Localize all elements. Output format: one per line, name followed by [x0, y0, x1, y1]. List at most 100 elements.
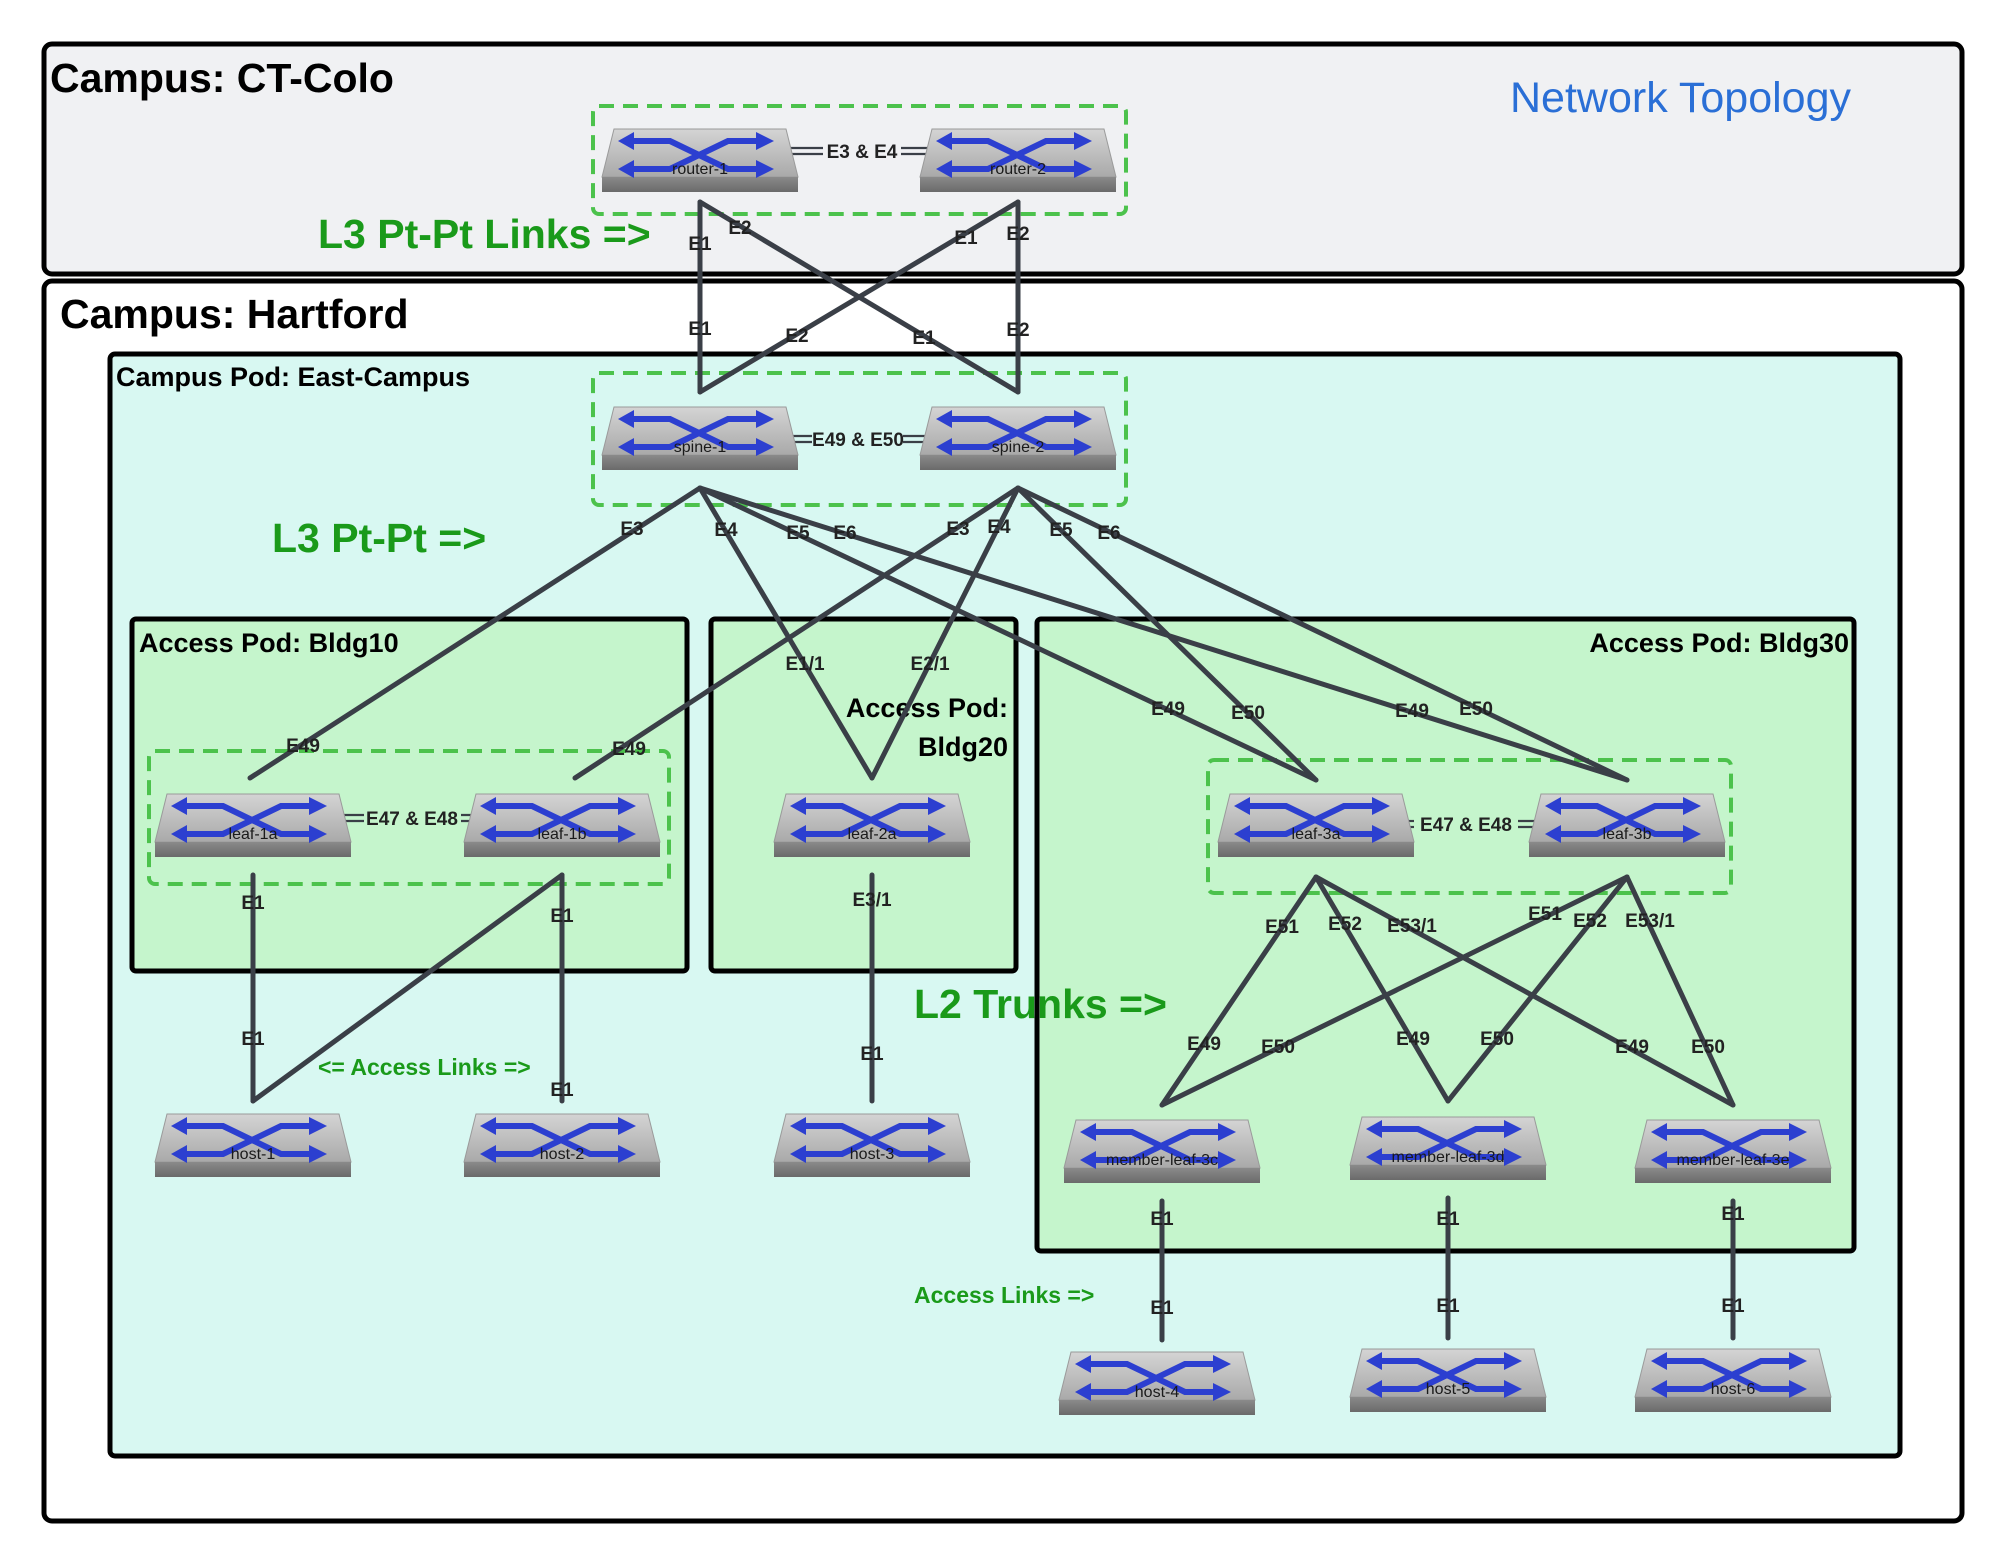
port-label: E1	[1436, 1209, 1460, 1230]
port-label: E1	[954, 228, 978, 249]
spine-2[interactable]: spine-2	[920, 407, 1116, 470]
annotation-access-links-left: <= Access Links =>	[318, 1054, 531, 1080]
leaf-1a[interactable]: leaf-1a	[155, 794, 351, 857]
device-label: router-2	[990, 161, 1046, 178]
device-label: member-leaf-3c	[1106, 1152, 1218, 1169]
port-label: E53/1	[1625, 911, 1675, 932]
link-s2-l3b	[1015, 485, 1630, 783]
port-label: E52	[1328, 914, 1362, 935]
pair-link-label-spines: E49 & E50	[812, 430, 904, 451]
leaf-3a[interactable]: leaf-3a	[1218, 794, 1414, 857]
port-label: E51	[1265, 917, 1299, 938]
port-label: E1	[688, 234, 712, 255]
links	[247, 199, 1736, 1343]
annotation-access-links-bottom: Access Links =>	[914, 1282, 1094, 1308]
port-label: E1	[550, 906, 574, 927]
port-label: E3	[620, 519, 643, 540]
pair-link-label-routers: E3 & E4	[827, 142, 898, 163]
link-l3a-m3c	[1159, 874, 1319, 1108]
annotation-l3-ptpt: L3 Pt-Pt =>	[272, 515, 486, 561]
port-label: E3/1	[852, 890, 892, 911]
annotation-l2-trunks: L2 Trunks =>	[914, 981, 1167, 1027]
port-label: E49	[1151, 699, 1185, 720]
port-label: E3	[946, 519, 969, 540]
router-1[interactable]: router-1	[602, 129, 798, 192]
access-pod-bldg30-title: Access Pod: Bldg30	[1589, 628, 1849, 658]
link-l3b-m3c	[1159, 874, 1630, 1108]
spine-pair-group	[591, 371, 1128, 507]
device-label: leaf-2a	[848, 826, 897, 843]
campus-ctcolo-title: Campus: CT-Colo	[50, 55, 394, 101]
link-s2-l2a	[869, 485, 1021, 781]
port-label: E50	[1459, 699, 1493, 720]
port-label: E5	[786, 523, 810, 544]
member-leaf-3e[interactable]: member-leaf-3e	[1635, 1120, 1831, 1183]
port-label: E5	[1049, 520, 1073, 541]
port-label: E53/1	[1387, 916, 1437, 937]
port-label: E1	[688, 319, 712, 340]
link-l3a-m3e	[1313, 874, 1736, 1108]
host-2[interactable]: host-2	[464, 1114, 660, 1177]
host-3[interactable]: host-3	[774, 1114, 970, 1177]
device-label: router-1	[672, 161, 728, 178]
port-label: E49	[286, 736, 320, 757]
host-1[interactable]: host-1	[155, 1114, 351, 1177]
link-l3b-m3e	[1624, 874, 1736, 1108]
port-label: E6	[1097, 523, 1120, 544]
leaf-1b[interactable]: leaf-1b	[464, 794, 660, 857]
port-label: E2	[1006, 224, 1029, 245]
device-label: host-2	[540, 1146, 585, 1163]
port-label: E49	[1187, 1034, 1221, 1055]
link-l3b-m3d	[1445, 874, 1630, 1104]
host-5[interactable]: host-5	[1350, 1349, 1546, 1412]
router-2[interactable]: router-2	[920, 129, 1116, 192]
port-labels: E1 E2 E1 E2 E1 E2 E1 E2 E3 E4 E5 E6 E3 E…	[241, 218, 1745, 1319]
port-label: E6	[833, 523, 856, 544]
device-label: leaf-1a	[229, 826, 278, 843]
port-label: E52	[1573, 911, 1607, 932]
device-label: host-4	[1135, 1384, 1180, 1401]
pair-link-label-leaf1: E47 & E48	[366, 809, 458, 830]
port-label: E1	[1436, 1296, 1460, 1317]
access-pod-bldg20-title-line2: Bldg20	[918, 732, 1008, 762]
port-label: E50	[1261, 1037, 1295, 1058]
port-label: E50	[1691, 1037, 1725, 1058]
member-leaf-3c[interactable]: member-leaf-3c	[1064, 1120, 1260, 1183]
member-leaf-3d[interactable]: member-leaf-3d	[1350, 1117, 1546, 1180]
device-label: host-3	[850, 1146, 895, 1163]
device-label: spine-1	[674, 439, 727, 456]
port-label: E1	[912, 328, 936, 349]
port-label: E49	[1395, 701, 1429, 722]
access-pod-bldg10-title: Access Pod: Bldg10	[139, 628, 399, 658]
port-label: E50	[1231, 703, 1265, 724]
device-label: leaf-3a	[1292, 826, 1341, 843]
link-s2-l3a	[1015, 485, 1319, 783]
pair-link-label-leaf3: E47 & E48	[1420, 815, 1512, 836]
leaf-3b[interactable]: leaf-3b	[1529, 794, 1725, 857]
device-label: host-5	[1426, 1381, 1471, 1398]
port-label: E4	[987, 517, 1011, 538]
link-s1-l2a	[697, 485, 875, 781]
port-label: E50	[1480, 1029, 1514, 1050]
device-label: leaf-1b	[538, 826, 587, 843]
router-pair-group	[591, 104, 1128, 216]
link-r2-s1	[697, 199, 1021, 395]
leaf-2a[interactable]: leaf-2a	[774, 794, 970, 857]
device-label: leaf-3b	[1603, 826, 1652, 843]
port-label: E1	[550, 1080, 574, 1101]
diagram-title: Network Topology	[1510, 74, 1851, 122]
host-4[interactable]: host-4	[1059, 1352, 1255, 1415]
port-label: E49	[1396, 1029, 1430, 1050]
port-label: E4	[714, 520, 738, 541]
port-label: E1/1	[785, 654, 825, 675]
port-label: E1	[1721, 1296, 1745, 1317]
port-label: E1	[1150, 1298, 1174, 1319]
host-6[interactable]: host-6	[1635, 1349, 1831, 1412]
campus-pod-east-title: Campus Pod: East-Campus	[116, 362, 470, 392]
port-label: E1	[241, 1029, 265, 1050]
leaf3-pair-group	[1206, 758, 1733, 895]
port-label: E1	[1721, 1204, 1745, 1225]
spine-1[interactable]: spine-1	[602, 407, 798, 470]
device-label: host-6	[1711, 1381, 1756, 1398]
